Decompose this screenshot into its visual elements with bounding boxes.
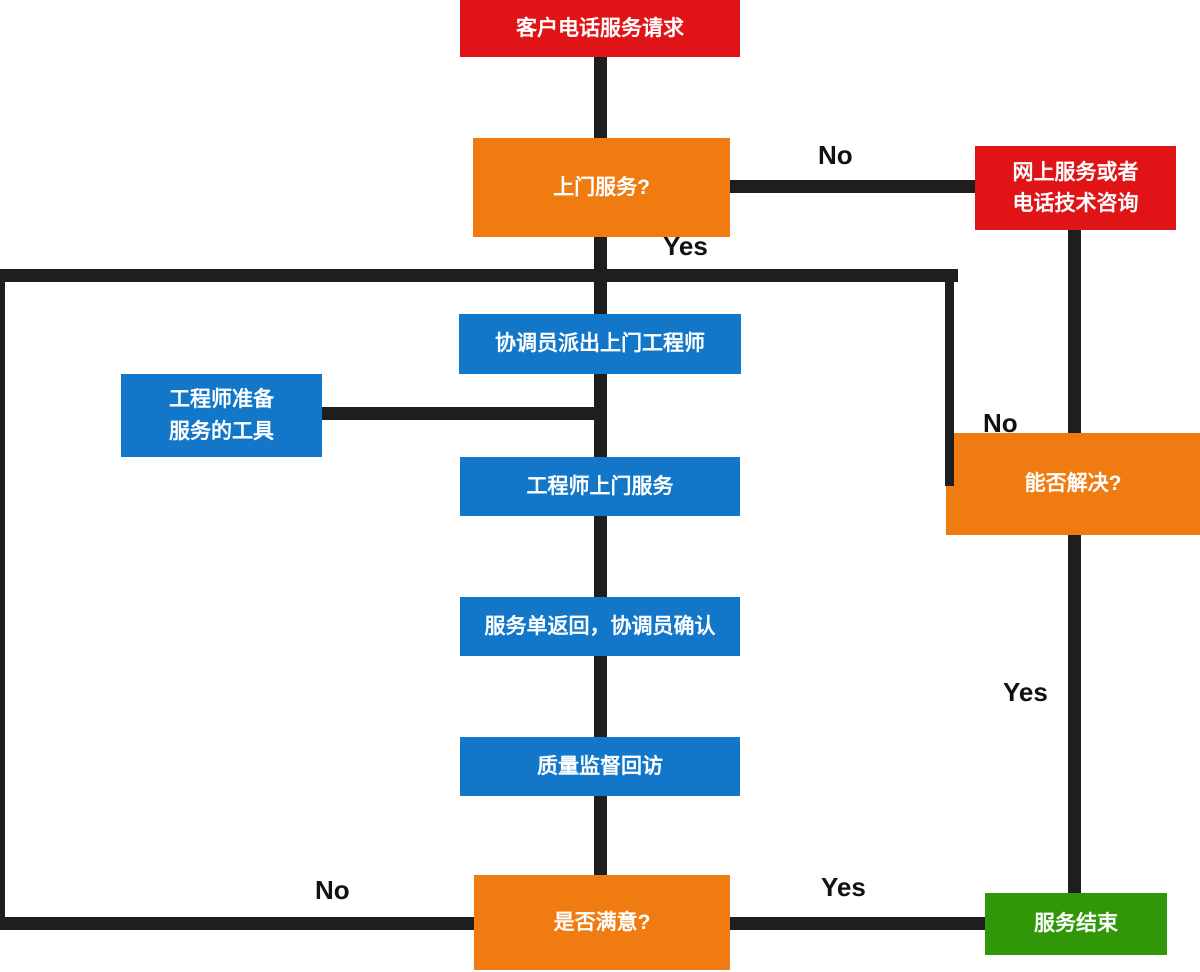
connector-satisfied-no-horizontal <box>0 917 474 930</box>
label-satisfied-yes: Yes <box>821 872 866 902</box>
label-solve-yes: Yes <box>1003 677 1048 707</box>
connector-tools-horizontal <box>322 407 607 420</box>
node-visit-decision: 上门服务? <box>473 138 730 237</box>
connector-loop-horizontal <box>0 269 958 282</box>
node-online-service: 网上服务或者 电话技术咨询 <box>975 146 1176 230</box>
label-satisfied-no: No <box>315 875 350 905</box>
node-onsite-service: 工程师上门服务 <box>460 457 740 516</box>
connector-visit-no-horizontal <box>730 180 975 193</box>
connector-loop-left-vertical <box>0 269 5 930</box>
node-dispatch: 协调员派出上门工程师 <box>459 314 741 374</box>
node-end: 服务结束 <box>985 893 1167 955</box>
node-start: 客户电话服务请求 <box>460 0 740 57</box>
label-solve-no: No <box>983 408 1018 438</box>
node-order-return: 服务单返回，协调员确认 <box>460 597 740 656</box>
node-satisfied-decision: 是否满意? <box>474 875 730 970</box>
node-solve-decision: 能否解决? <box>946 433 1200 535</box>
connector-solve-yes-vertical <box>1068 530 1081 895</box>
node-quality-followup: 质量监督回访 <box>460 737 740 796</box>
label-visit-no: No <box>818 140 853 170</box>
label-visit-yes: Yes <box>663 231 708 261</box>
connector-solve-no-vertical <box>945 269 954 486</box>
node-prepare-tools: 工程师准备 服务的工具 <box>121 374 322 457</box>
connector-online-to-solve-vertical <box>1068 225 1081 437</box>
connector-satisfied-yes-horizontal <box>730 917 985 930</box>
